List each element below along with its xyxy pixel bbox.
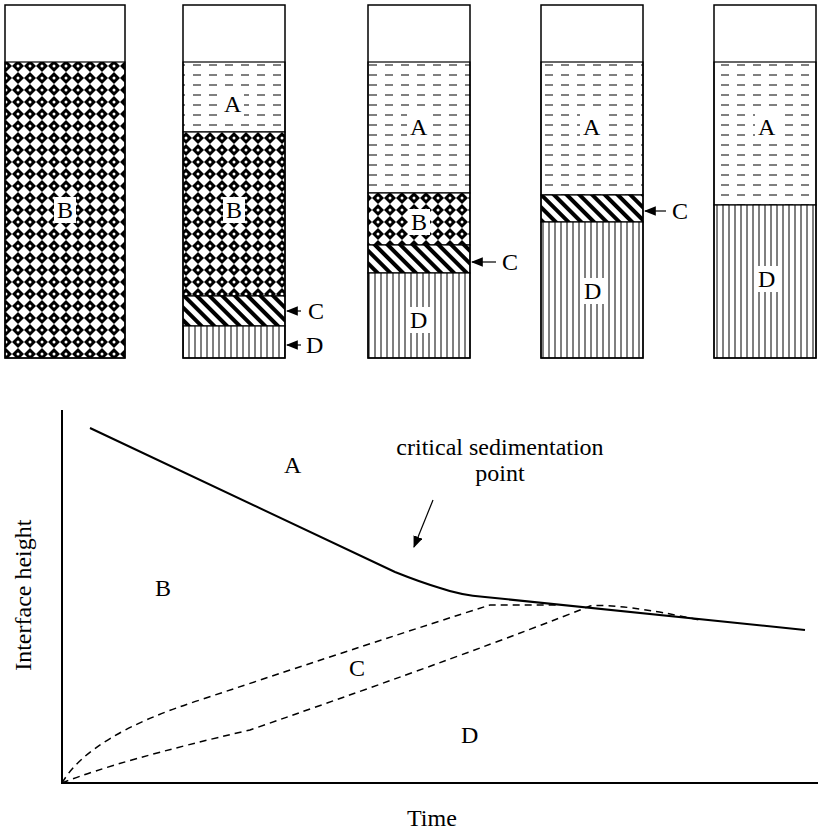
zone-letter: B <box>54 197 76 223</box>
zone-letter: A <box>580 114 603 140</box>
zone-letter: A <box>755 114 778 140</box>
zone-letter: D <box>755 266 778 292</box>
leader-arrows <box>287 211 666 547</box>
axis-title: Time <box>407 805 457 831</box>
region-letter: D <box>461 722 478 748</box>
axis-title: Interface height <box>10 520 36 671</box>
zone-letter: C <box>672 198 688 224</box>
settling-cylinders <box>5 5 816 358</box>
zone-letter: B <box>408 209 430 235</box>
interface-curves <box>62 428 805 783</box>
zone-letter: A <box>221 91 244 117</box>
region-letter: C <box>349 655 365 681</box>
zone-letter: B <box>223 197 245 223</box>
zone-letter: D <box>581 278 604 304</box>
zone-letter: C <box>308 298 324 324</box>
chart-axes <box>61 410 818 784</box>
zone-letter: C <box>502 249 518 275</box>
region-letter: A <box>284 452 301 478</box>
zone-letter: D <box>407 307 430 333</box>
region-letter: B <box>155 575 171 601</box>
zone-letter: A <box>407 114 430 140</box>
annotation: critical sedimentation point <box>380 434 620 487</box>
zone-letter: D <box>306 332 323 358</box>
